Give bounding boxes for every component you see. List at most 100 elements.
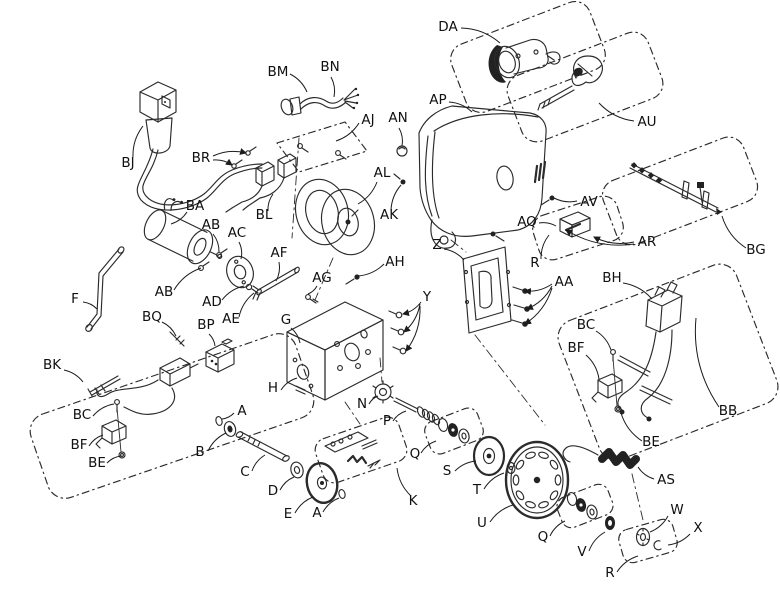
leader-line	[63, 369, 84, 383]
svg-text:AG: AG	[312, 270, 331, 286]
part-label-bc-2: BC	[73, 403, 115, 423]
screw-ah	[345, 274, 360, 285]
leader-line	[132, 125, 144, 158]
washer-a	[215, 416, 223, 426]
svg-text:BJ: BJ	[121, 155, 134, 171]
svg-text:BP: BP	[197, 317, 214, 333]
housing-bolts	[388, 310, 407, 355]
leader-line	[322, 497, 340, 513]
kit-box-aq	[532, 195, 624, 261]
pendant-bolt-bc	[610, 349, 616, 355]
part-label-ak: AK	[380, 184, 402, 223]
side-bracket	[462, 246, 512, 334]
leader-line	[593, 236, 635, 244]
leader-line	[106, 455, 122, 464]
svg-text:AE: AE	[222, 311, 240, 327]
svg-text:G: G	[281, 312, 291, 328]
leader-line	[207, 432, 227, 452]
leader-line	[392, 410, 407, 422]
svg-text:A: A	[237, 403, 247, 419]
svg-text:AQ: AQ	[517, 214, 537, 230]
svg-text:T: T	[472, 482, 482, 498]
pulley-block	[488, 38, 561, 83]
leader-line	[357, 181, 378, 205]
part-label-bb: BB	[694, 317, 737, 419]
part-label-au: AU	[598, 102, 657, 130]
hex-wrench	[85, 246, 125, 332]
kit-box-q2	[556, 483, 614, 529]
svg-text:AJ: AJ	[361, 112, 374, 128]
hardware-rod	[629, 162, 722, 215]
part-label-a: A	[221, 403, 247, 420]
svg-text:U: U	[477, 515, 487, 531]
svg-text:X: X	[693, 520, 702, 536]
gear-e	[305, 461, 339, 505]
motor-screws	[198, 248, 228, 271]
part-label-w: W	[649, 502, 684, 533]
leader-line	[667, 533, 691, 546]
part-label-bp: BP	[197, 317, 216, 347]
part-label-ah: AH	[357, 254, 405, 277]
kit-box-bb	[557, 263, 779, 461]
svg-text:AS: AS	[657, 472, 675, 488]
leader-line	[622, 282, 653, 300]
part-label-aj: AJ	[335, 112, 375, 142]
centerline	[450, 239, 467, 253]
pendant-switch-bf	[597, 373, 623, 399]
leader-line	[238, 241, 243, 260]
leader-line	[483, 472, 505, 490]
svg-text:AC: AC	[228, 225, 246, 241]
leader-line	[221, 285, 245, 301]
centerline	[631, 473, 644, 521]
svg-text:D: D	[268, 483, 278, 499]
leader-line	[173, 267, 202, 291]
part-label-bl: BL	[256, 193, 274, 223]
part-label-bn: BN	[320, 59, 340, 98]
leader-line	[598, 102, 635, 122]
part-label-bh: BH	[602, 270, 653, 300]
svg-text:BL: BL	[256, 207, 273, 223]
part-label-ad: AD	[202, 285, 245, 310]
leader-line	[454, 460, 477, 472]
svg-text:C: C	[240, 464, 249, 480]
pinion-d	[290, 461, 304, 479]
kit-box-da	[450, 0, 606, 114]
svg-text:BN: BN	[320, 59, 339, 75]
bearing-flange	[226, 255, 254, 289]
pendant-control	[591, 281, 683, 422]
svg-text:S: S	[443, 463, 452, 479]
svg-text:AB: AB	[202, 217, 221, 233]
washer-a	[338, 489, 346, 499]
leader-line	[289, 73, 308, 93]
mounting-plate	[276, 121, 368, 173]
leader-line	[523, 283, 553, 296]
brush-screws	[231, 146, 257, 169]
leader-line	[88, 434, 104, 447]
leader-line	[251, 454, 266, 472]
svg-text:Q: Q	[410, 446, 421, 462]
part-label-aq: AQ	[517, 214, 557, 230]
centerline	[291, 137, 300, 239]
part-label-al: AL	[357, 165, 391, 205]
leader-line	[553, 197, 578, 203]
svg-text:BG: BG	[746, 242, 766, 258]
part-label-r-2: R	[605, 555, 639, 581]
pinion-n	[372, 380, 394, 404]
part-label-f: F	[71, 291, 98, 310]
motor-cover	[393, 105, 547, 249]
spring-as	[562, 445, 640, 469]
part-label-c: C	[240, 454, 266, 480]
svg-text:BF: BF	[70, 437, 87, 453]
part-label-q-2: Q	[538, 520, 566, 545]
leader-line	[405, 305, 421, 352]
part-label-bk: BK	[43, 357, 84, 383]
leader-line	[294, 496, 314, 514]
washer-kit-q1	[437, 417, 470, 444]
part-label-e: E	[284, 496, 314, 522]
svg-text:BR: BR	[192, 150, 211, 166]
svg-text:BK: BK	[43, 357, 62, 373]
svg-text:BC: BC	[577, 317, 595, 333]
gear-s	[472, 435, 506, 477]
leader-line	[403, 303, 421, 333]
leader-line	[275, 261, 281, 282]
